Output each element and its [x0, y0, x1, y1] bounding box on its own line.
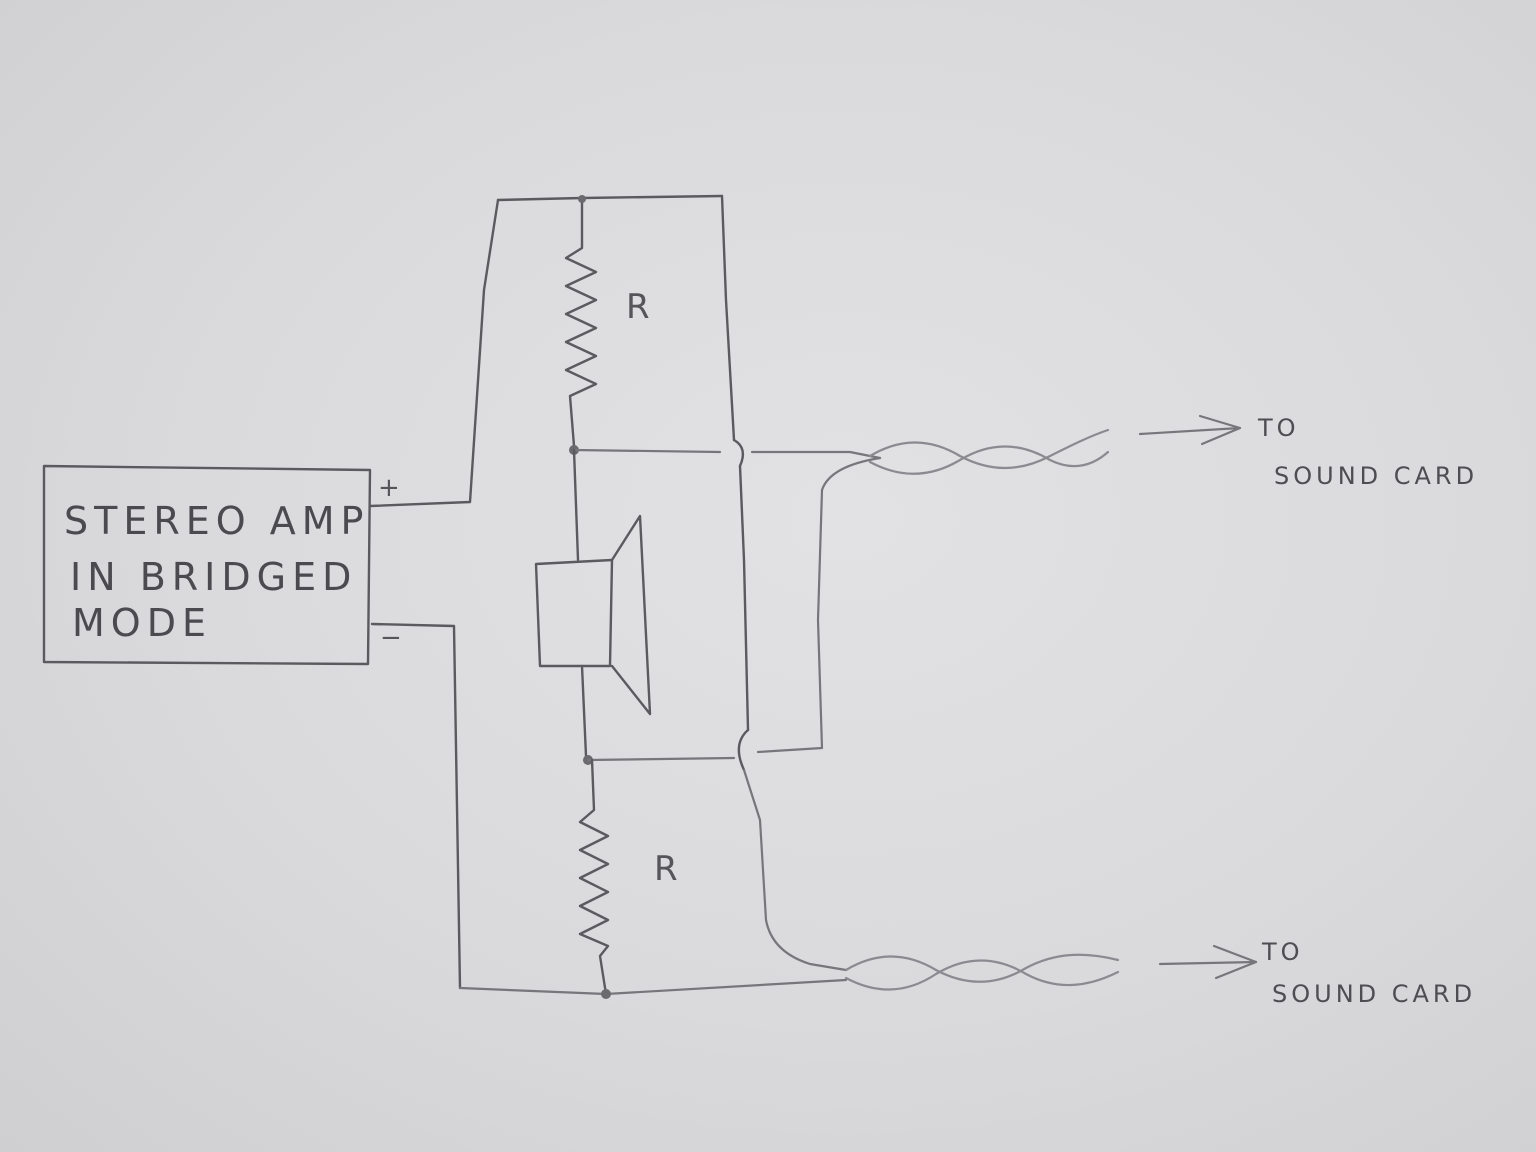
bottom-twisted-pair	[844, 953, 1120, 991]
top-output-label-line-1: TO	[1257, 414, 1300, 442]
speaker	[534, 448, 652, 758]
top-output-label-line-2: SOUND CARD	[1274, 462, 1478, 490]
bottom-resistor-label: R	[654, 849, 678, 889]
amp-label-line-1: STEREO AMP	[64, 499, 369, 543]
top-resistor-symbol	[564, 196, 598, 448]
top-pair-return-loop	[816, 456, 882, 750]
bottom-arrow-icon	[1158, 944, 1258, 980]
speaker-bottom-lead	[580, 664, 588, 758]
bottom-crossover-hop	[737, 728, 750, 772]
amp-label-line-3: MODE	[72, 601, 212, 645]
speaker-magnet-body	[534, 558, 614, 668]
bottom-twist-strand-b	[844, 959, 1120, 991]
right-vertical-bottom-wire	[742, 768, 848, 972]
bottom-rail-wire	[458, 978, 848, 996]
speaker-cone	[610, 514, 652, 716]
amplifier-box	[42, 464, 372, 666]
plus-terminal-label: +	[378, 473, 400, 503]
amplifier-block: STEREO AMP IN BRIDGED MODE + −	[42, 464, 402, 666]
right-vertical-top-wire	[720, 194, 736, 442]
top-crossover-hop	[732, 438, 745, 468]
upper-sense-wire	[572, 448, 882, 460]
bottom-rail-node	[601, 989, 611, 999]
top-rail-wire	[496, 194, 724, 202]
top-resistor-label: R	[626, 287, 650, 327]
bottom-output-label-line-1: TO	[1261, 938, 1304, 966]
bottom-twist-strand-a	[844, 953, 1120, 983]
minus-terminal-label: −	[380, 623, 402, 653]
speaker-top-lead	[572, 448, 580, 562]
bottom-resistor: R	[578, 758, 678, 996]
top-twisted-pair	[868, 428, 1110, 475]
right-vertical-middle-wire	[738, 464, 750, 732]
lower-sense-wire	[586, 746, 824, 762]
top-arrow-icon	[1138, 414, 1242, 446]
amp-label-line-2: IN BRIDGED	[70, 555, 357, 599]
top-twist-strand-b	[868, 445, 1110, 475]
bottom-output-label-line-2: SOUND CARD	[1272, 980, 1476, 1008]
top-resistor: R	[564, 196, 650, 448]
top-rail-node	[578, 195, 586, 203]
bottom-resistor-symbol	[578, 758, 610, 996]
top-twist-strand-a	[868, 428, 1110, 470]
positive-lead-wire	[368, 198, 500, 508]
negative-lead-wire	[370, 622, 462, 990]
